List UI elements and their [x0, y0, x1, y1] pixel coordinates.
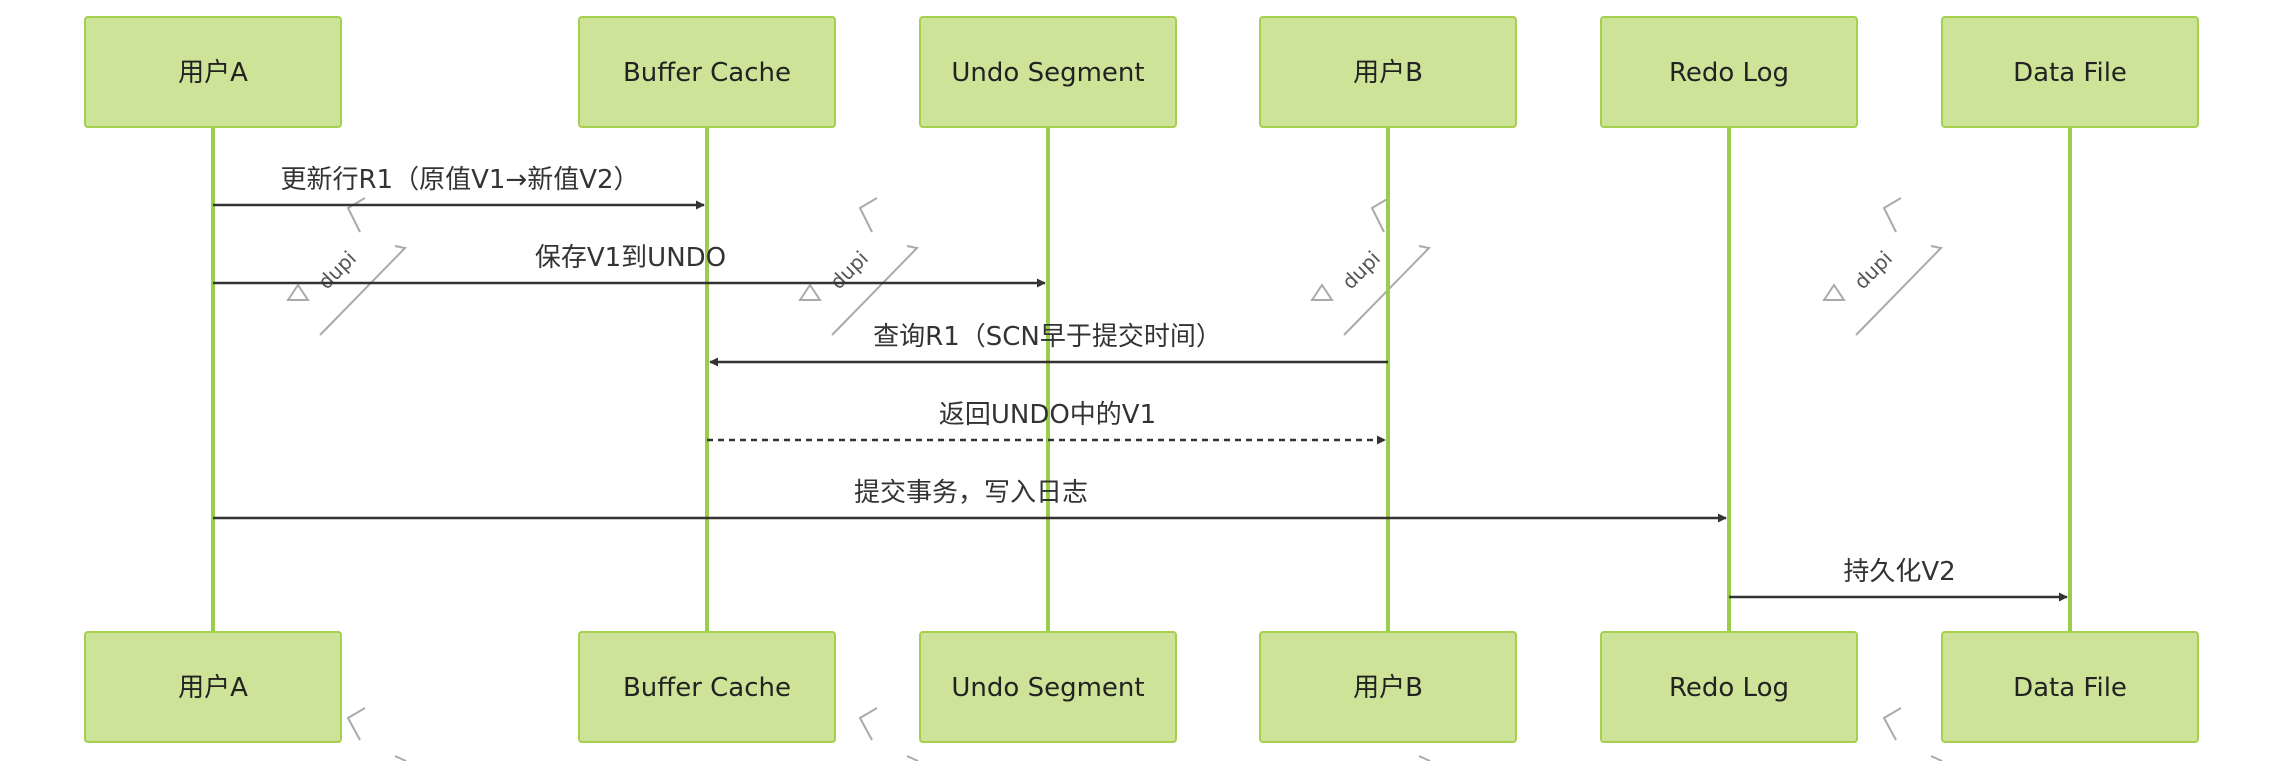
actor-label: Data File [2013, 673, 2127, 703]
actor-redo-bottom: Redo Log [1600, 631, 1858, 743]
watermark-text: dupi [313, 246, 361, 294]
actor-box [1600, 631, 1858, 743]
actor-label: Data File [2013, 58, 2127, 88]
actor-label: 用户B [1353, 673, 1423, 703]
actor-datafile-bottom: Data File [1941, 631, 2199, 743]
messages: 更新行R1（原值V1→新值V2） 保存V1到UNDO 查询R1（SCN早于提交时间）… [213, 165, 2068, 602]
watermark-mark-1: dupi [798, 197, 920, 336]
actor-box [1941, 631, 2199, 743]
watermark-mark-bottom-1 [858, 707, 919, 762]
actor-box [1259, 16, 1517, 128]
actor-box [1600, 16, 1858, 128]
actor-box [578, 631, 836, 743]
watermark-mark-2: dupi [1310, 197, 1432, 336]
actor-buffer-bottom: Buffer Cache [578, 631, 836, 743]
message-label-6: 持久化V2 [1843, 557, 1955, 587]
watermark-mark-3: dupi [1822, 197, 1944, 336]
actor-box [1941, 16, 2199, 128]
lifelines [211, 127, 2072, 632]
actor-label: 用户A [178, 673, 248, 703]
actor-label: Buffer Cache [623, 673, 791, 703]
actor-label: Undo Segment [951, 673, 1144, 703]
actor-label: 用户B [1353, 58, 1423, 88]
message-label-1: 更新行R1（原值V1→新值V2） [280, 165, 639, 195]
actor-redo-top: Redo Log [1600, 16, 1858, 128]
actor-userB-top: 用户B [1259, 16, 1517, 128]
message-label-3: 查询R1（SCN早于提交时间） [873, 322, 1222, 352]
watermark-text: dupi [1337, 246, 1385, 294]
actor-userA-bottom: 用户A [84, 631, 342, 743]
actor-undo-bottom: Undo Segment [919, 631, 1177, 743]
actor-box [919, 16, 1177, 128]
actor-label: Undo Segment [951, 58, 1144, 88]
actor-userB-bottom: 用户B [1259, 631, 1517, 743]
watermark-mark-0: dupi [286, 197, 408, 336]
actor-undo-top: Undo Segment [919, 16, 1177, 128]
actor-box [84, 16, 342, 128]
message-label-5: 提交事务，写入日志 [854, 478, 1088, 508]
actor-userA-top: 用户A [84, 16, 342, 128]
actor-box [578, 16, 836, 128]
watermark-text: dupi [825, 246, 873, 294]
actor-buffer-top: Buffer Cache [578, 16, 836, 128]
actor-box [1259, 631, 1517, 743]
actor-box [919, 631, 1177, 743]
message-label-4: 返回UNDO中的V1 [939, 400, 1156, 430]
actor-label: Buffer Cache [623, 58, 791, 88]
actor-label: Redo Log [1669, 58, 1789, 88]
actor-box [84, 631, 342, 743]
actor-label: 用户A [178, 58, 248, 88]
message-label-2: 保存V1到UNDO [535, 243, 726, 273]
actor-label: Redo Log [1669, 673, 1789, 703]
watermark-text: dupi [1849, 246, 1897, 294]
watermark-mark-bottom-3 [1882, 707, 1943, 762]
watermark-mark-bottom-0 [346, 707, 407, 762]
actor-datafile-top: Data File [1941, 16, 2199, 128]
